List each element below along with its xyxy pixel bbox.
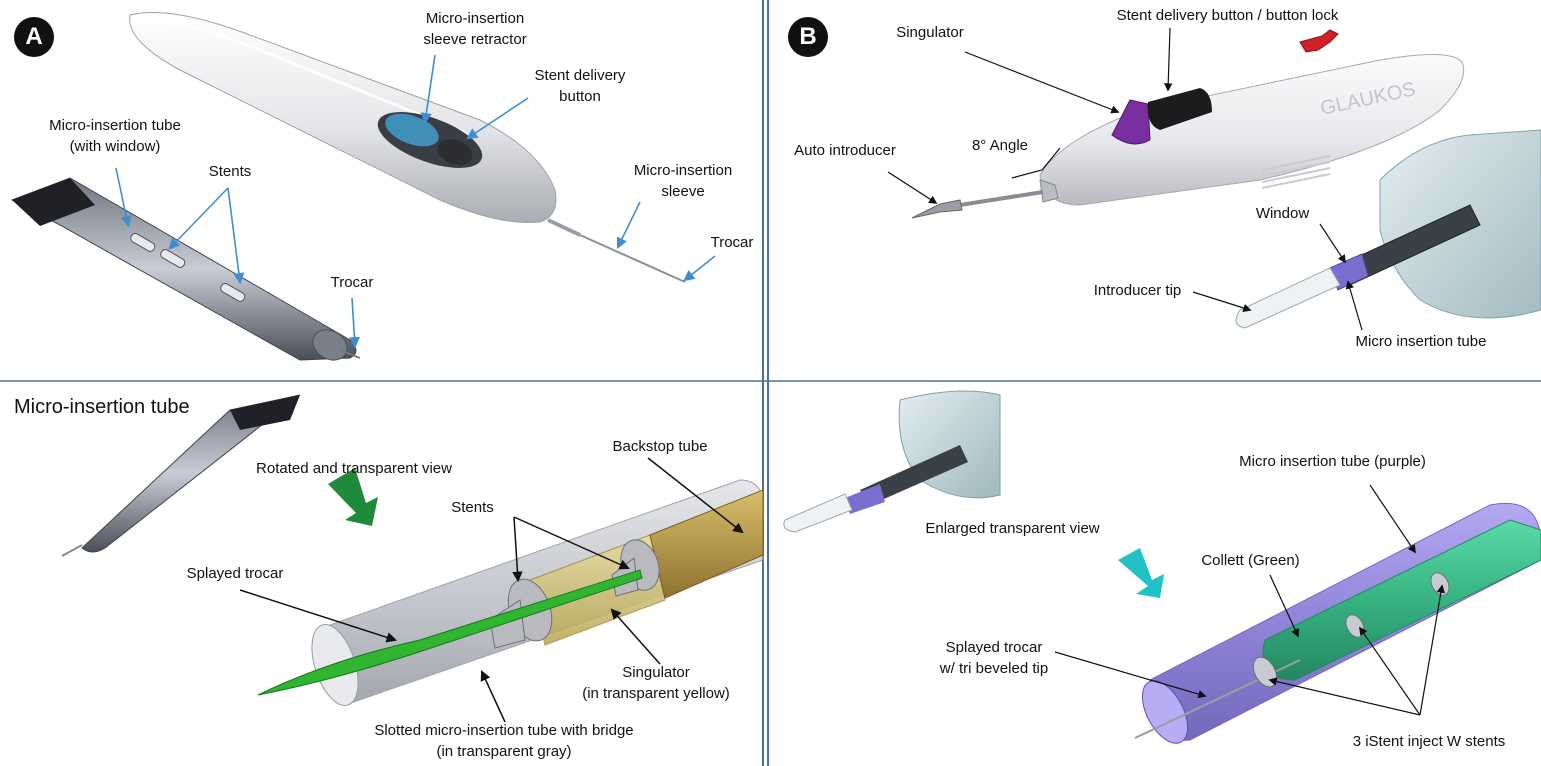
label-micro-insertion-tube-purple: Micro insertion tube (purple) (1239, 453, 1426, 470)
label-stents-c: Stents (451, 499, 494, 516)
label-line: Micro-insertion (425, 10, 525, 27)
label-line: (in transparent yellow) (582, 685, 730, 702)
label-micro-insertion-tube-b: Micro insertion tube (1355, 333, 1487, 350)
panel-c-arrows (239, 457, 744, 723)
label-backstop-tube: Backstop tube (612, 438, 708, 455)
label-line: button (559, 88, 601, 105)
label-micro-insertion-sleeve-retractor: Micro-insertion sleeve retractor (400, 8, 550, 50)
panel-b-arrows (887, 27, 1363, 331)
panel-c-heading: Micro-insertion tube (14, 396, 190, 418)
label-8-degree-angle: 8° Angle (971, 137, 1029, 154)
label-line: (with window) (69, 138, 161, 155)
panel-d-small-view (783, 390, 1001, 533)
label-auto-introducer: Auto introducer (794, 142, 896, 159)
panel-a-arrows (115, 54, 716, 349)
panel-c-small-tube (61, 394, 301, 557)
label-collett-green: Collett (Green) (1201, 552, 1300, 569)
panel-a-handpiece (129, 12, 686, 283)
label-singulator-b: Singulator (896, 24, 964, 41)
green-arrow-icon (328, 468, 378, 526)
panel-b-badge: B (788, 17, 828, 57)
label-line: w/ tri beveled tip (939, 660, 1049, 677)
label-micro-insertion-tube-window: Micro-insertion tube (with window) (35, 115, 195, 157)
label-slotted-micro-insertion-tube: Slotted micro-insertion tube with bridge… (355, 720, 653, 762)
label-line: Slotted micro-insertion tube with bridge (374, 722, 634, 739)
label-splayed-trocar-d: Splayed trocar w/ tri beveled tip (925, 637, 1063, 679)
label-line: Micro-insertion tube (49, 117, 181, 134)
label-stent-delivery-button: Stent delivery button (510, 65, 650, 107)
label-stent-delivery-button-lock: Stent delivery button / button lock (1116, 7, 1339, 24)
panel-d-main-tube (1134, 502, 1541, 744)
label-line: (in transparent gray) (436, 743, 572, 760)
label-line: Micro-insertion (633, 162, 733, 179)
label-singulator-c: Singulator (in transparent yellow) (570, 662, 742, 704)
label-rotated-transparent-view: Rotated and transparent view (256, 460, 452, 477)
label-window: Window (1255, 205, 1310, 222)
label-trocar-a-bottom: Trocar (330, 274, 374, 291)
panel-a-badge: A (14, 17, 54, 57)
label-stents-a: Stents (208, 163, 252, 180)
label-splayed-trocar-c: Splayed trocar (186, 565, 284, 582)
label-line: Stent delivery (534, 67, 626, 84)
label-introducer-tip: Introducer tip (1093, 282, 1182, 299)
panel-c-main-tube (257, 479, 765, 706)
label-micro-insertion-sleeve: Micro-insertion sleeve (618, 160, 748, 202)
panel-b-tip-detail (1235, 129, 1541, 329)
label-trocar-a-top: Trocar (710, 234, 754, 251)
panel-b-handpiece: GLAUKOS (911, 29, 1465, 219)
label-line: sleeve retractor (423, 31, 527, 48)
cyan-arrow-icon (1118, 548, 1164, 598)
label-enlarged-transparent-view: Enlarged transparent view (925, 520, 1100, 537)
label-line: sleeve (661, 183, 705, 200)
label-line: Singulator (622, 664, 690, 681)
panel-a-tube-detail (10, 177, 361, 361)
panel-d-arrows (1054, 484, 1446, 716)
label-line: Splayed trocar (945, 639, 1043, 656)
label-three-istent-inject-w-stents: 3 iStent inject W stents (1352, 733, 1506, 750)
